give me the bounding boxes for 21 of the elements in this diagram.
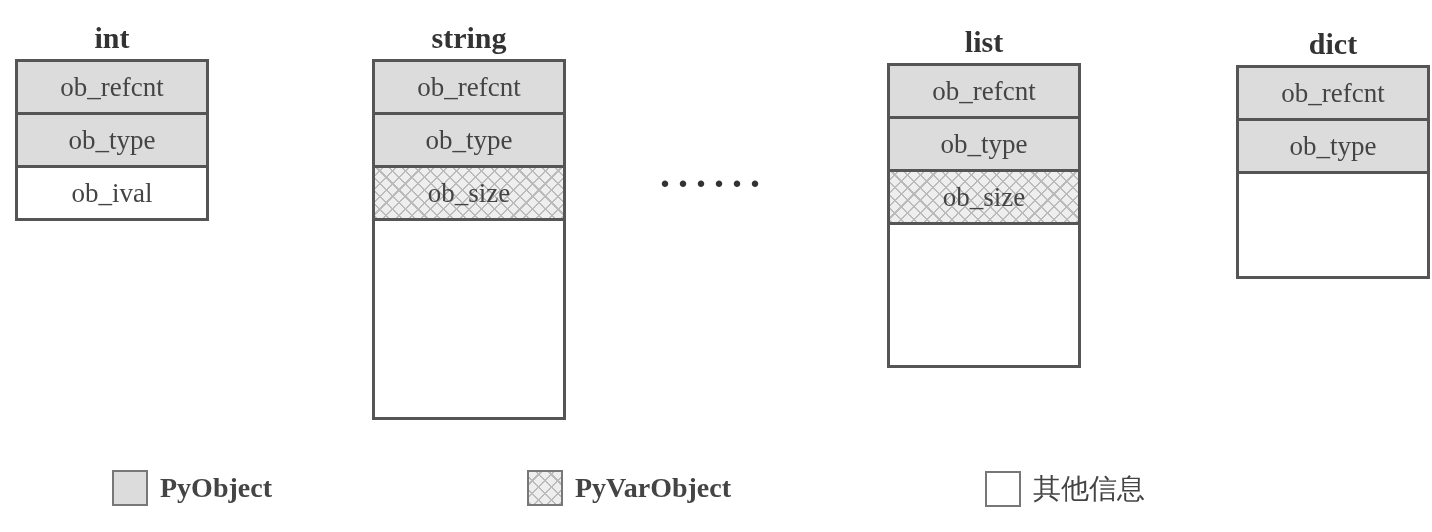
- legend-label: PyObject: [160, 472, 272, 504]
- struct-field: ob_refcnt: [1236, 65, 1430, 121]
- struct-field: ob_type: [15, 112, 209, 168]
- struct-field: ob_size: [887, 169, 1081, 225]
- struct-field: ob_size: [372, 165, 566, 221]
- struct-field: ob_refcnt: [372, 59, 566, 115]
- type-heading: int: [93, 20, 131, 56]
- legend-label: 其他信息: [1033, 471, 1145, 507]
- legend-label: PyVarObject: [575, 472, 732, 504]
- type-heading: list: [963, 24, 1005, 60]
- empty-field: [887, 222, 1081, 368]
- struct-field: ob_type: [372, 112, 566, 168]
- empty-field: [1236, 171, 1430, 279]
- type-heading: dict: [1307, 26, 1359, 62]
- struct-field: ob_refcnt: [15, 59, 209, 115]
- struct-field: ob_type: [887, 116, 1081, 172]
- struct-field: ob_refcnt: [887, 63, 1081, 119]
- struct-field: ob_ival: [15, 165, 209, 221]
- ellipsis: ......: [660, 150, 768, 197]
- type-heading: string: [430, 20, 508, 56]
- struct-field: ob_type: [1236, 118, 1430, 174]
